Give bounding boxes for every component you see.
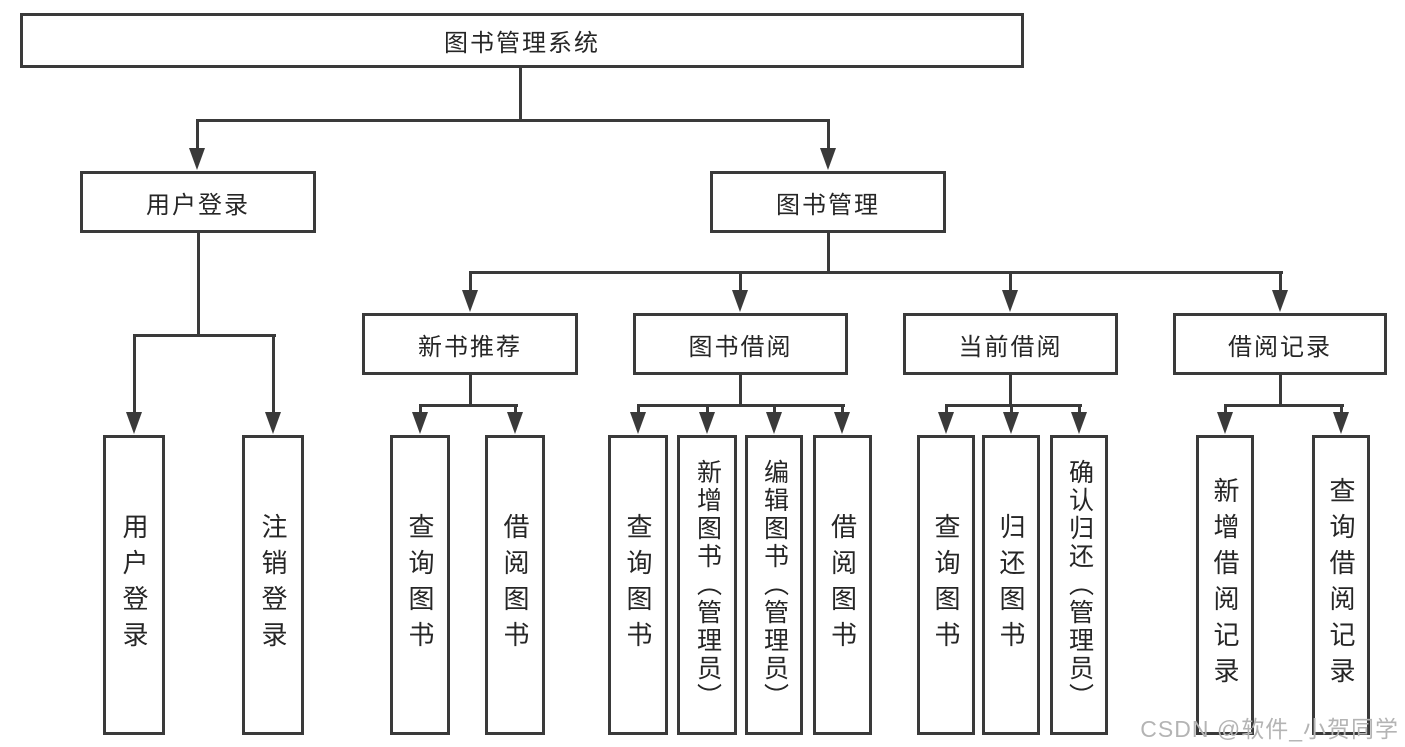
leaf-label: 归还图书 — [996, 513, 1026, 657]
arrowhead-icon — [1071, 412, 1087, 434]
arrowhead-icon — [507, 412, 523, 434]
connector-line — [418, 403, 518, 407]
leaf-label: 注销登录 — [258, 513, 288, 657]
arrowhead-icon — [820, 148, 836, 170]
connector-line — [1008, 375, 1012, 406]
arrowhead-icon — [1217, 412, 1233, 434]
connector-line — [132, 333, 276, 337]
node-user-login: 用户登录 — [80, 171, 316, 233]
leaf-label: 查询图书 — [623, 513, 653, 657]
leaf-borrow-books-recommend: 借阅图书 — [485, 435, 545, 735]
arrowhead-icon — [265, 412, 281, 434]
node-label: 当前借阅 — [958, 333, 1063, 361]
connector-line — [738, 270, 742, 293]
arrowhead-icon — [732, 290, 748, 312]
leaf-add-borrow-record: 新增借阅记录 — [1196, 435, 1254, 735]
connector-line — [195, 118, 199, 152]
connector-line — [1339, 403, 1343, 416]
watermark: CSDN @软件_小贺同学 — [1140, 716, 1399, 742]
connector-line — [195, 118, 830, 122]
leaf-label: 查询图书 — [405, 513, 435, 657]
arrowhead-icon — [462, 290, 478, 312]
leaf-label: 确认归还（管理员） — [1065, 459, 1094, 711]
connector-line — [513, 403, 517, 416]
connector-line — [772, 403, 776, 416]
connector-line — [418, 403, 422, 416]
connector-line — [826, 233, 830, 274]
connector-line — [1077, 403, 1081, 416]
node-label: 用户登录 — [146, 191, 250, 219]
leaf-label: 用户登录 — [119, 513, 149, 657]
leaf-label: 借阅图书 — [827, 513, 858, 657]
connector-line — [944, 403, 948, 416]
connector-line — [468, 375, 472, 406]
node-label: 新书推荐 — [418, 333, 522, 361]
connector-line — [468, 270, 1283, 274]
arrowhead-icon — [189, 148, 205, 170]
arrowhead-icon — [834, 412, 850, 434]
connector-line — [1223, 403, 1227, 416]
leaf-user-login: 用户登录 — [103, 435, 165, 735]
leaf-query-books-current: 查询图书 — [917, 435, 975, 735]
connector-line — [738, 375, 742, 406]
leaf-query-books-borrow: 查询图书 — [608, 435, 668, 735]
leaf-borrow-books: 借阅图书 — [813, 435, 872, 735]
arrowhead-icon — [766, 412, 782, 434]
node-book-management: 图书管理 — [710, 171, 946, 233]
leaf-label: 借阅图书 — [500, 513, 530, 657]
connector-line — [944, 403, 1082, 407]
leaf-query-borrow-record: 查询借阅记录 — [1312, 435, 1370, 735]
arrowhead-icon — [1272, 290, 1288, 312]
connector-line — [1278, 270, 1282, 293]
arrowhead-icon — [126, 412, 142, 434]
connector-line — [1008, 270, 1012, 293]
connector-line — [636, 403, 640, 416]
node-label: 图书管理系统 — [444, 30, 600, 57]
arrowhead-icon — [699, 412, 715, 434]
connector-line — [468, 270, 472, 293]
node-borrow-records: 借阅记录 — [1173, 313, 1387, 375]
connector-line — [1278, 375, 1282, 406]
leaf-label: 查询借阅记录 — [1326, 477, 1356, 693]
connector-line — [636, 403, 845, 407]
leaf-label: 查询图书 — [931, 513, 961, 657]
connector-line — [826, 118, 830, 152]
connector-line — [840, 403, 844, 416]
node-label: 借阅记录 — [1228, 333, 1332, 361]
leaf-label: 新增借阅记录 — [1210, 477, 1240, 693]
arrowhead-icon — [1333, 412, 1349, 434]
node-book-borrow: 图书借阅 — [633, 313, 848, 375]
leaf-label: 编辑图书（管理员） — [760, 459, 789, 711]
connector-line — [705, 403, 709, 416]
arrowhead-icon — [1002, 290, 1018, 312]
connector-line — [1223, 403, 1344, 407]
connector-line — [196, 233, 200, 336]
node-library-system: 图书管理系统 — [20, 13, 1024, 68]
leaf-label: 新增图书（管理员） — [693, 459, 722, 711]
node-label: 图书借阅 — [688, 333, 793, 361]
leaf-query-books-recommend: 查询图书 — [390, 435, 450, 735]
connector-line — [518, 68, 522, 122]
connector-line — [1009, 403, 1013, 416]
arrowhead-icon — [630, 412, 646, 434]
node-label: 图书管理 — [776, 191, 880, 219]
leaf-return-books: 归还图书 — [982, 435, 1040, 735]
arrowhead-icon — [938, 412, 954, 434]
leaf-add-books-admin: 新增图书（管理员） — [677, 435, 737, 735]
leaf-logout: 注销登录 — [242, 435, 304, 735]
leaf-edit-books-admin: 编辑图书（管理员） — [745, 435, 803, 735]
connector-line — [132, 333, 136, 416]
arrowhead-icon — [1003, 412, 1019, 434]
node-current-borrow: 当前借阅 — [903, 313, 1118, 375]
leaf-confirm-return-admin: 确认归还（管理员） — [1050, 435, 1108, 735]
connector-line — [271, 333, 275, 416]
arrowhead-icon — [412, 412, 428, 434]
node-new-book-recommend: 新书推荐 — [362, 313, 578, 375]
